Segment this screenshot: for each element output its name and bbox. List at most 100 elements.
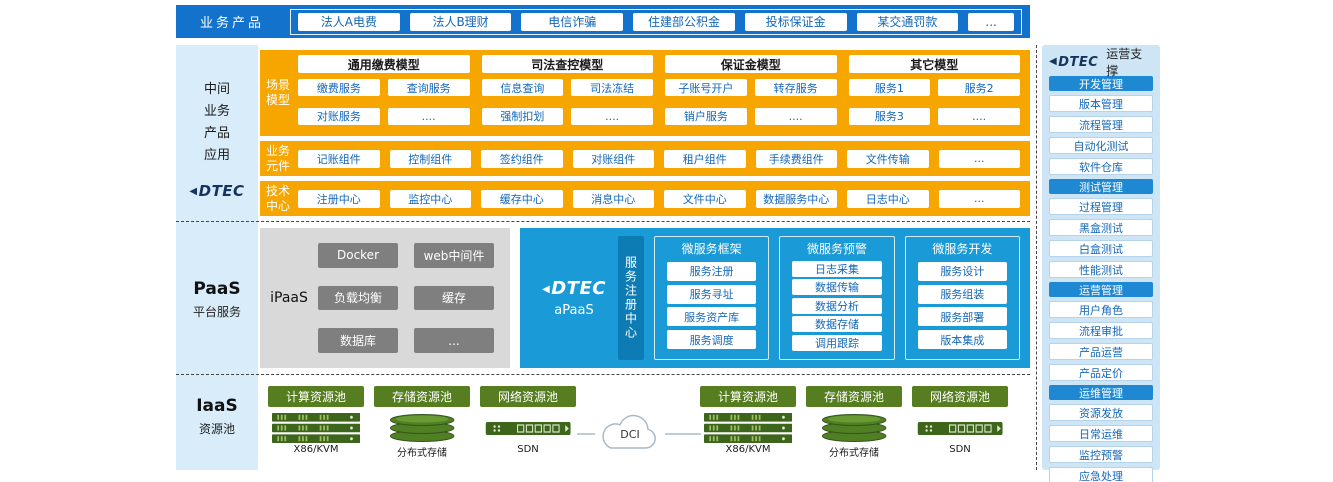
- server-label: X86/KVM: [293, 444, 339, 455]
- pool-button: 存储资源池: [806, 386, 902, 407]
- tech-item: 缓存中心: [481, 189, 563, 208]
- dtec-triangle-icon: ◀: [542, 284, 551, 295]
- sidebar-item: 性能测试: [1049, 261, 1153, 278]
- sidebar-item: 产品运营: [1049, 343, 1153, 360]
- sidebar-item: 用户角色: [1049, 301, 1153, 318]
- product-box: 法人A电费: [298, 12, 400, 31]
- apaas-brand: ◀DTEC aPaaS: [530, 278, 618, 318]
- apaas-item: 数据分析: [792, 297, 882, 314]
- pool-button: 计算资源池: [268, 386, 364, 407]
- server-label: SDN: [517, 444, 539, 455]
- tech-item: 监控中心: [389, 189, 471, 208]
- ipaas-item: 负载均衡: [318, 285, 398, 311]
- scene-item: 对账服务: [298, 107, 380, 125]
- product-box: 住建部公积金: [633, 12, 735, 31]
- sidebar-group-title: 开发管理: [1049, 76, 1153, 91]
- tech-item: 日志中心: [847, 189, 929, 208]
- scene-item: ....: [938, 107, 1020, 125]
- apaas-item: 版本集成: [917, 330, 1007, 350]
- scene-item: 服务2: [938, 79, 1020, 96]
- dci-label: DCI: [620, 428, 640, 441]
- biz-item: ...: [938, 149, 1020, 168]
- sidebar-item: 资源发放: [1049, 404, 1153, 421]
- dtec-logo: ◀DTEC: [1049, 54, 1099, 70]
- tech-item: 消息中心: [572, 189, 654, 208]
- network-switch-icon: [484, 413, 572, 443]
- scene-item: ....: [571, 107, 653, 125]
- sidebar-item: 流程管理: [1049, 116, 1153, 133]
- business-components-label: 业务 元件: [265, 143, 290, 173]
- microservice-devops-column: 微服务开发 服务设计 服务组装 服务部署 版本集成: [904, 236, 1020, 360]
- biz-item: 租户组件: [664, 149, 746, 168]
- sidebar-group-dev: 开发管理 版本管理 流程管理 自动化测试 软件仓库: [1049, 76, 1153, 175]
- server-label: SDN: [949, 444, 971, 455]
- business-products-bar: 业务产品 法人A电费 法人B理财 电信诈骗 住建部公积金 投标保证金 某交通罚款…: [176, 5, 1030, 38]
- network-switch-icon: [916, 413, 1004, 443]
- product-box: 电信诈骗: [521, 12, 624, 31]
- sidebar-item: 流程审批: [1049, 322, 1153, 339]
- middleware-layer-label: 中间 业务 产品 应用: [203, 82, 230, 163]
- scene-item: 销户服务: [665, 107, 747, 125]
- apaas-item: 服务寻址: [667, 284, 757, 304]
- biz-item: 对账组件: [572, 149, 654, 168]
- scene-groups: 通用缴费模型 缴费服务 查询服务 对账服务 .... 司法查控模型 信息查询 司…: [296, 50, 1030, 136]
- divider-main-sidebar: [1036, 45, 1037, 470]
- paas-layer-label: PaaS 平台服务: [192, 279, 241, 319]
- biz-item: 记账组件: [298, 149, 380, 168]
- pool-button: 网络资源池: [480, 386, 576, 407]
- service-registry-tab: 服务注册中心: [618, 236, 644, 360]
- divider-paas-iaas: [176, 374, 1030, 375]
- sidebar-group-operation: 运营管理 用户角色 流程审批 产品运营 产品定价: [1049, 282, 1153, 381]
- server-label: 分布式存储: [829, 448, 879, 459]
- cloud-icon: [602, 414, 656, 449]
- column-title: 微服务框架: [681, 242, 742, 256]
- product-box: 投标保证金: [744, 12, 847, 31]
- scene-item: 转存服务: [754, 79, 837, 96]
- business-products-label: 业务产品: [199, 16, 264, 31]
- apaas-item: 服务调度: [667, 330, 757, 350]
- scene-item: 司法冻结: [571, 79, 653, 96]
- apaas-item: 服务部署: [917, 307, 1007, 327]
- sidebar-item: 黑盒测试: [1049, 219, 1153, 236]
- apaas-item: 调用跟踪: [792, 334, 882, 351]
- iaas-cluster: 计算资源池 X86/KVM 存储资源池 分布式存储 网络资源池 SDN: [700, 386, 1008, 459]
- sidebar-item: 软件仓库: [1049, 158, 1153, 175]
- dtec-logo: ◀DTEC: [542, 278, 606, 299]
- compute-pool: 计算资源池 X86/KVM: [700, 386, 796, 459]
- scene-model-group: 其它模型 服务1 服务2 服务3 ....: [848, 55, 1020, 130]
- sidebar-item: 版本管理: [1049, 95, 1153, 112]
- product-box-more: ...: [968, 12, 1014, 31]
- tech-centers-label: 技术 中心: [265, 183, 290, 213]
- server-label: X86/KVM: [725, 444, 771, 455]
- apaas-item: 服务资产库: [667, 307, 757, 327]
- sidebar-group-maintenance: 运维管理 资源发放 日常运维 监控预警 应急处理: [1049, 385, 1153, 482]
- storage-disks-icon: [810, 413, 898, 443]
- pool-button: 存储资源池: [374, 386, 470, 407]
- network-pool: 网络资源池 SDN: [912, 386, 1008, 459]
- scene-item: 服务3: [848, 107, 931, 125]
- product-list: 法人A电费 法人B理财 电信诈骗 住建部公积金 投标保证金 某交通罚款 ...: [290, 8, 1022, 35]
- sidebar-item: 监控预警: [1049, 446, 1153, 463]
- scene-item: 信息查询: [481, 79, 564, 96]
- pool-button: 计算资源池: [700, 386, 796, 407]
- server-label: 分布式存储: [397, 448, 447, 459]
- sidebar-group-title: 运营管理: [1049, 282, 1153, 297]
- compute-pool: 计算资源池 X86/KVM: [268, 386, 364, 459]
- scene-item: 服务1: [848, 79, 931, 96]
- dtec-triangle-icon: ◀: [1049, 55, 1058, 67]
- tech-item: ...: [938, 189, 1020, 208]
- biz-item: 签约组件: [481, 149, 563, 168]
- scene-item: 强制扣划: [481, 107, 564, 125]
- ipaas-item: 缓存: [414, 285, 494, 311]
- ipaas-box: iPaaS Docker web中间件 负载均衡 缓存 数据库 ...: [260, 228, 510, 368]
- layer-label-rail: 中间 业务 产品 应用 ◀DTEC PaaS 平台服务 IaaS 资源池: [176, 45, 258, 470]
- business-components-panel: 业务 元件 记账组件 控制组件 签约组件 对账组件 租户组件 手续费组件 文件传…: [260, 141, 1030, 176]
- sidebar-title: 运营支撑: [1106, 47, 1143, 78]
- ipaas-item: web中间件: [414, 243, 494, 268]
- sidebar-item: 应急处理: [1049, 467, 1153, 482]
- sidebar-item: 过程管理: [1049, 198, 1153, 215]
- ipaas-item: ...: [414, 328, 494, 353]
- apaas-item: 服务注册: [667, 261, 757, 281]
- tech-centers-panel: 技术 中心 注册中心 监控中心 缓存中心 消息中心 文件中心 数据服务中心 日志…: [260, 181, 1030, 216]
- dtec-logo: ◀DTEC: [189, 182, 245, 200]
